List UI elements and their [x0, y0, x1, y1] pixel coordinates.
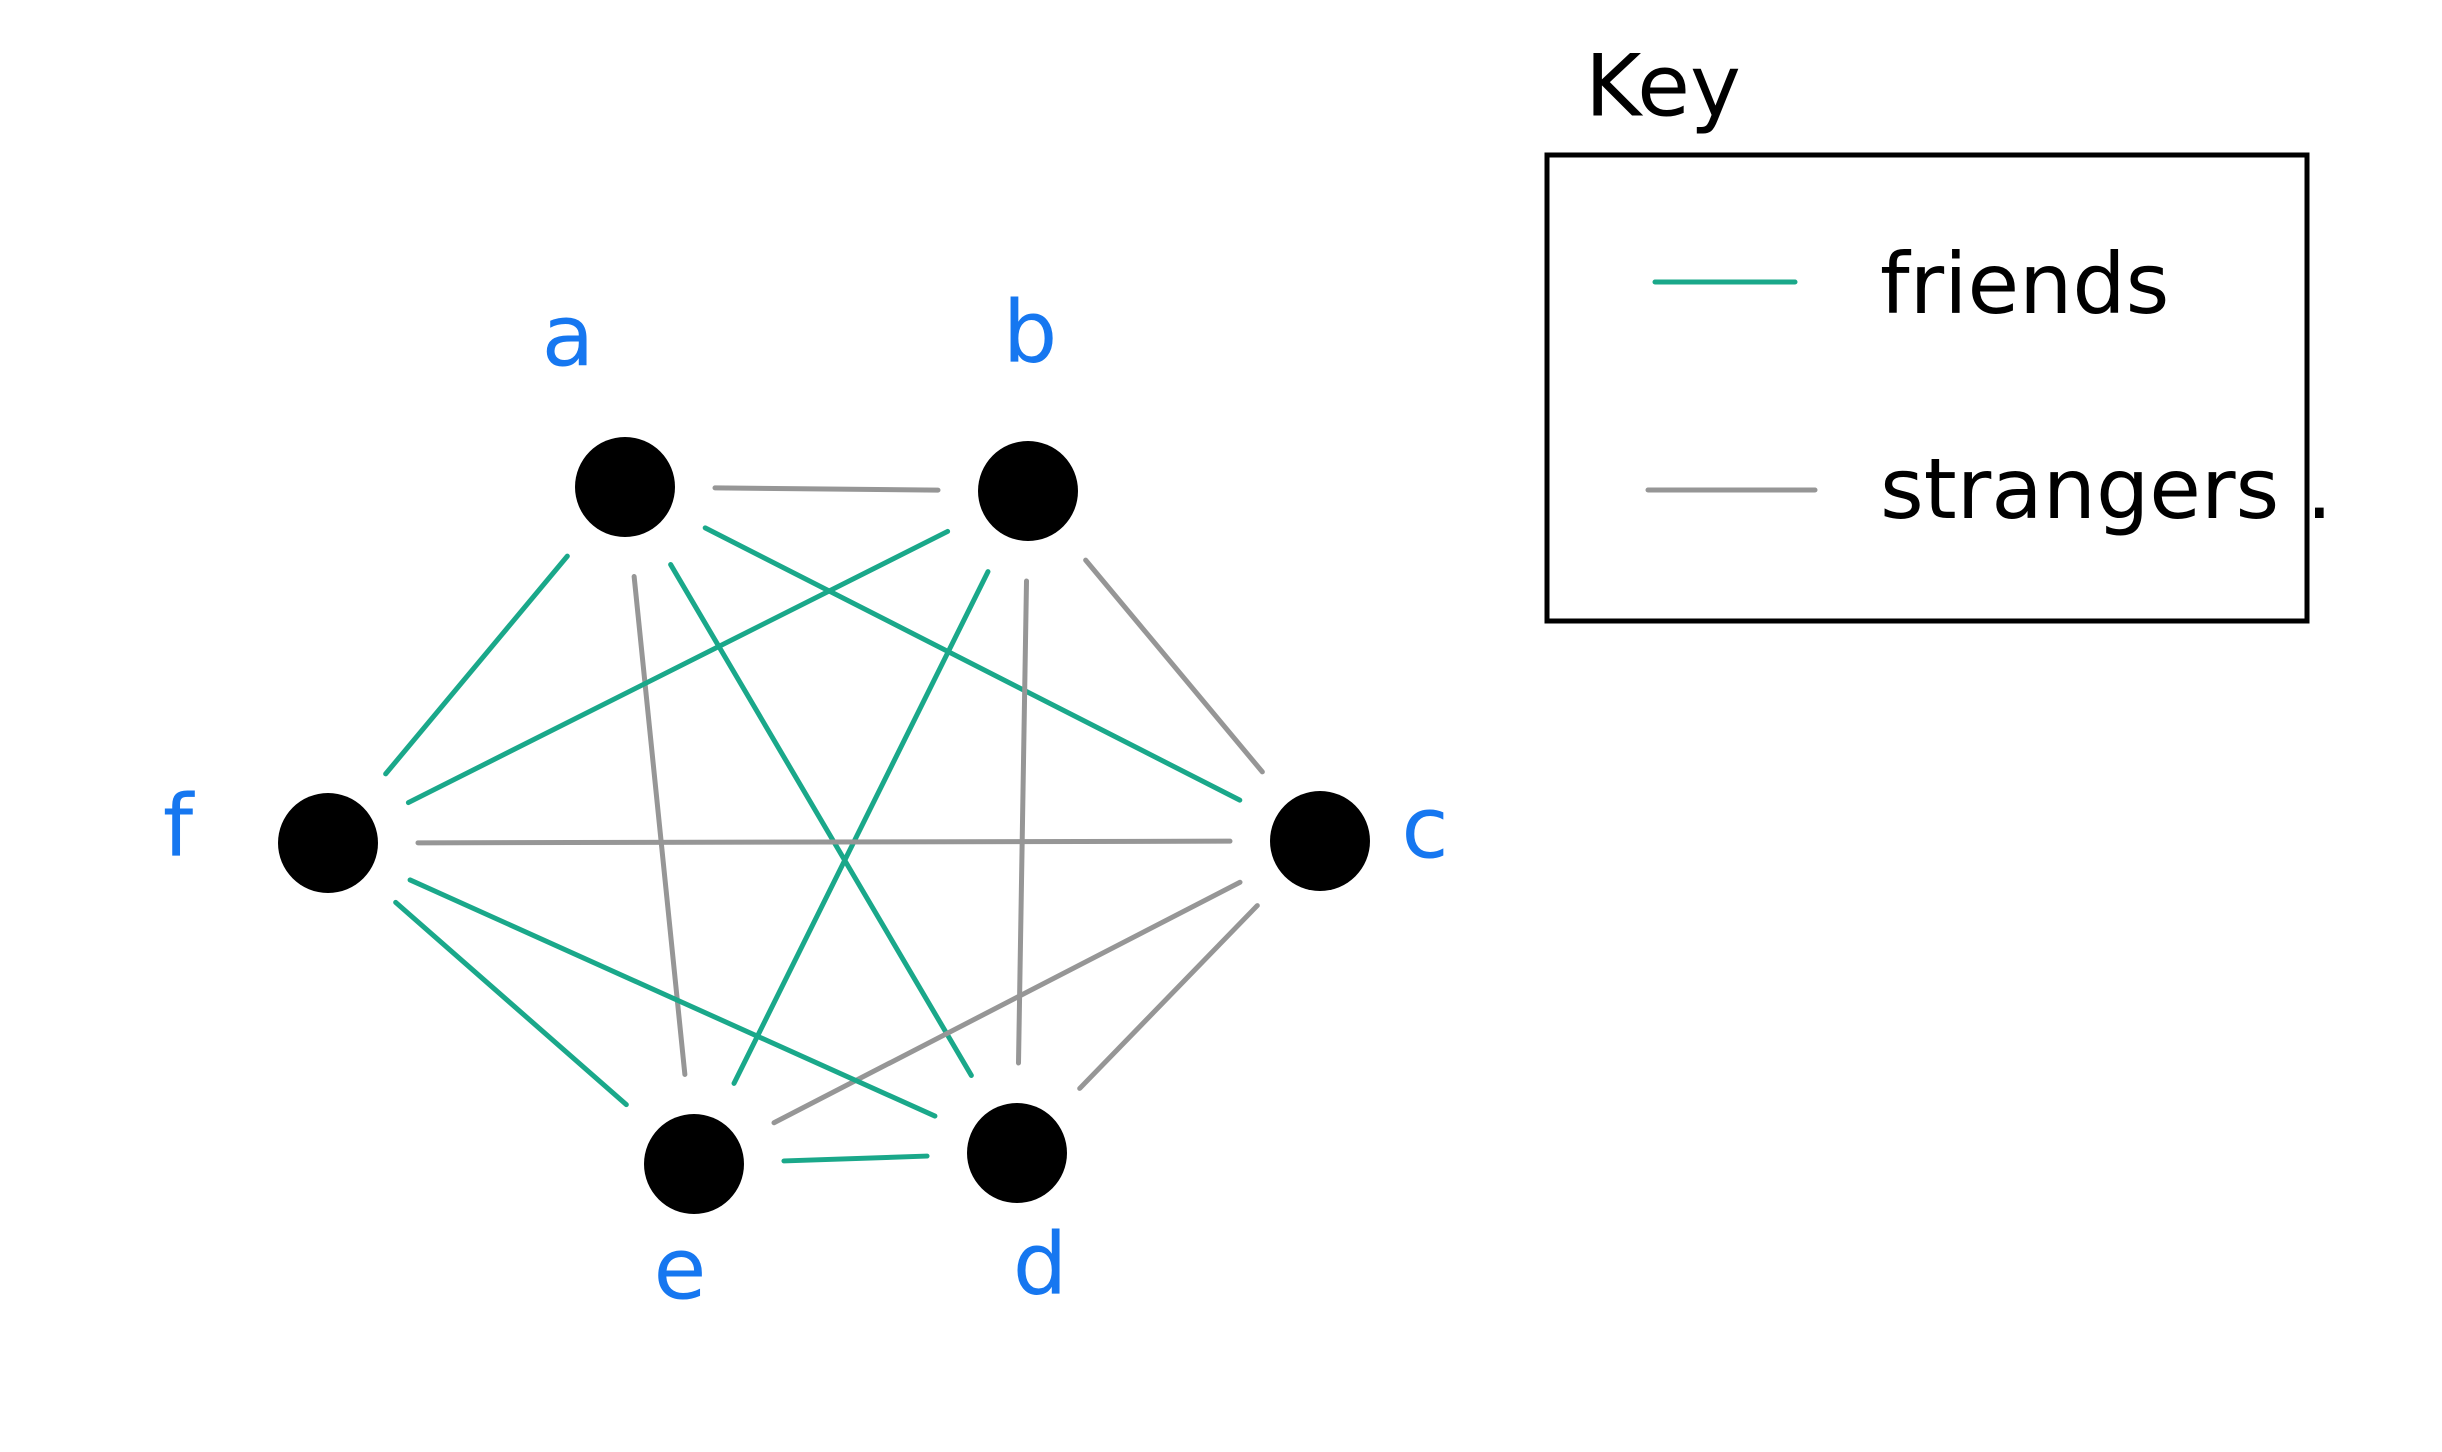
legend-friends-label: friends [1880, 235, 2169, 333]
edge-a-d-friends [668, 562, 974, 1078]
edge-e-f-friends [393, 899, 629, 1108]
node-labels-layer: a b c d e f [163, 282, 1449, 1319]
edge-b-c-strangers [1083, 557, 1265, 775]
nodes-layer [278, 437, 1370, 1214]
edge-a-f-friends [383, 553, 570, 777]
key-box [1544, 152, 2310, 624]
edge-a-b-strangers [712, 485, 941, 493]
node-a [575, 437, 675, 537]
node-label-f: f [163, 776, 195, 876]
edge-c-f-strangers [415, 838, 1233, 846]
key-title: Key [1585, 36, 1741, 136]
edge-b-e-friends [731, 569, 991, 1086]
key-legend: Key friends strangers . [1544, 36, 2333, 624]
node-label-c: c [1401, 778, 1448, 878]
node-c [1270, 791, 1370, 891]
node-label-e: e [654, 1219, 707, 1319]
node-e [644, 1114, 744, 1214]
node-d [967, 1103, 1067, 1203]
node-b [978, 441, 1078, 541]
node-label-d: d [1013, 1214, 1068, 1314]
edge-b-d-strangers [1015, 578, 1030, 1066]
edge-a-c-friends [702, 525, 1243, 803]
edge-d-f-friends [407, 877, 938, 1119]
edge-a-e-strangers [631, 574, 688, 1077]
edge-b-f-friends [405, 528, 951, 806]
node-label-a: a [542, 286, 595, 386]
edge-c-e-strangers [771, 879, 1243, 1126]
node-f [278, 793, 378, 893]
node-label-b: b [1003, 282, 1058, 382]
edge-c-d-strangers [1077, 903, 1260, 1091]
edge-d-e-friends [781, 1153, 930, 1164]
legend-strangers-label: strangers . [1880, 440, 2333, 538]
edges-layer [383, 485, 1265, 1164]
